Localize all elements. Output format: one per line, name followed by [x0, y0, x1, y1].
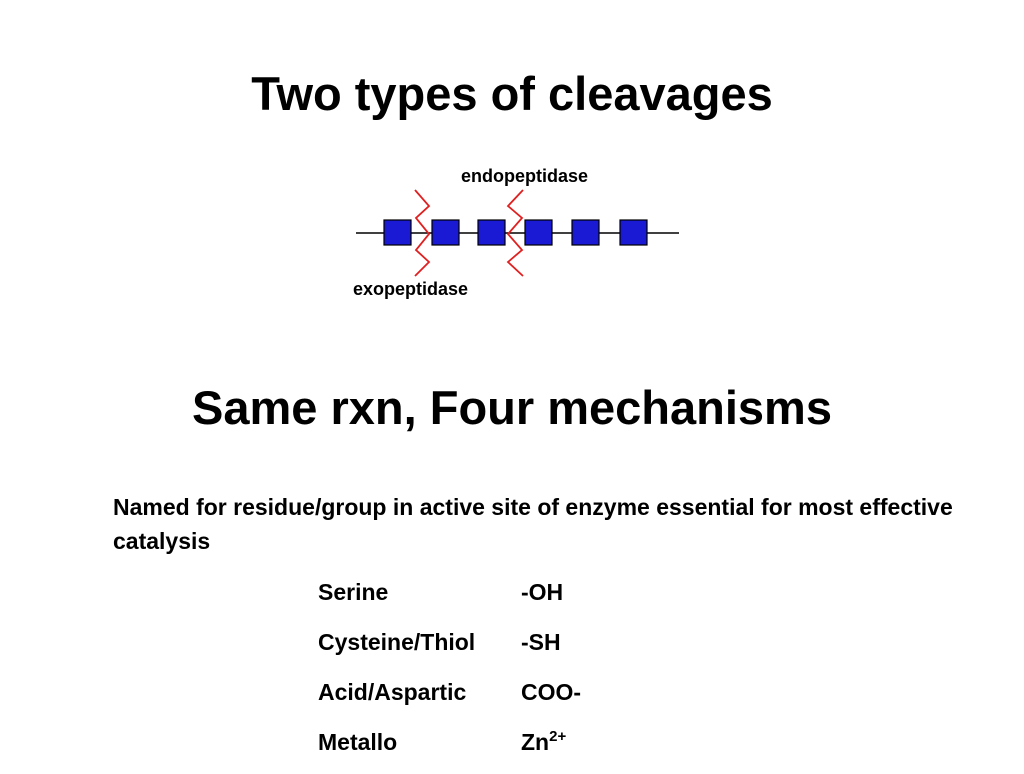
endopeptidase-label: endopeptidase [461, 166, 589, 186]
endopeptidase-cut-mark [506, 189, 524, 277]
slide-title-mechanisms: Same rxn, Four mechanisms [192, 381, 832, 434]
active-site-group: COO- [521, 674, 581, 710]
active-site-group-superscript: 2+ [549, 728, 567, 745]
active-site-group-text: COO- [521, 679, 582, 705]
amino-acid-residue [431, 219, 460, 246]
active-site-group-text: -OH [521, 579, 564, 605]
mechanism-name: Acid/Aspartic [318, 679, 467, 705]
amino-acid-residue [619, 219, 648, 246]
peptide-chain-svg [356, 189, 679, 277]
active-site-group: Zn2+ [521, 724, 566, 760]
mechanism-name: Cysteine/Thiol [318, 629, 476, 655]
exopeptidase-label: exopeptidase [353, 279, 469, 299]
amino-acid-residue [524, 219, 553, 246]
exopeptidase-cut-mark [414, 189, 431, 277]
slide-title-cleavages: Two types of cleavages [251, 67, 773, 120]
active-site-group: -SH [521, 624, 561, 660]
amino-acid-residue [383, 219, 412, 246]
mechanism-name: Metallo [318, 729, 398, 755]
amino-acid-residue [571, 219, 600, 246]
amino-acid-residue [477, 219, 506, 246]
mechanism-name: Serine [318, 579, 389, 605]
active-site-group: -OH [521, 574, 563, 610]
mechanism-description: Named for residue/group in active site o… [113, 494, 953, 554]
peptide-cleavage-diagram: endopeptidase exopeptidase [340, 160, 700, 310]
active-site-group-text: Zn [521, 729, 550, 755]
active-site-group-text: -SH [521, 629, 561, 655]
